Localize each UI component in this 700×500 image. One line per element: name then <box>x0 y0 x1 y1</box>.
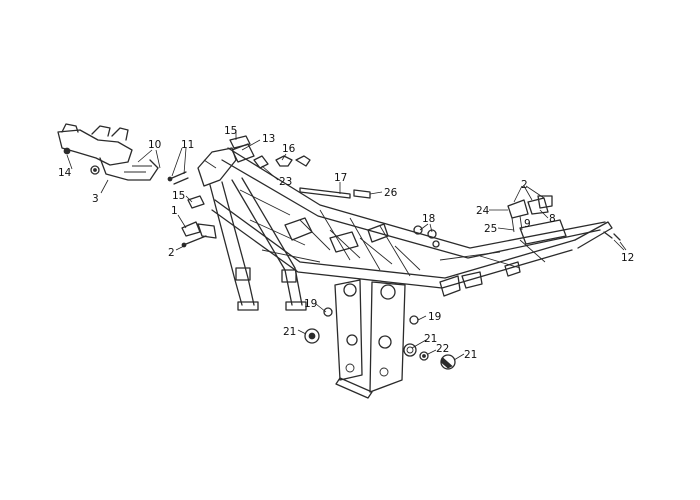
callout-8: 8 <box>549 213 556 225</box>
callout-22: 22 <box>436 343 449 355</box>
callout-21: 21 <box>424 333 437 345</box>
callout-15: 15 <box>172 190 185 202</box>
callout-2: 2 <box>521 179 528 191</box>
pivot-plates <box>334 279 406 399</box>
callouts: 14 3 10 11 1 2 15 13 16 23 15 17 26 18 2… <box>58 125 634 361</box>
callout-1: 1 <box>171 205 178 217</box>
callout-21: 21 <box>464 349 477 361</box>
callout-18: 18 <box>422 213 435 225</box>
callout-3: 3 <box>92 193 99 205</box>
callout-12: 12 <box>621 252 634 264</box>
callout-17: 17 <box>334 172 347 184</box>
callout-14: 14 <box>58 167 72 179</box>
leader-lines <box>66 130 627 361</box>
front-bracket-assembly <box>57 123 159 181</box>
callout-19: 19 <box>428 311 441 323</box>
callout-26: 26 <box>384 187 398 199</box>
callout-23: 23 <box>279 176 292 188</box>
callout-15: 15 <box>224 125 237 137</box>
callout-9: 9 <box>524 218 531 230</box>
callout-21: 21 <box>283 326 296 338</box>
callout-25: 25 <box>484 223 497 235</box>
fasteners <box>167 135 621 370</box>
callout-10: 10 <box>148 139 161 151</box>
callout-13: 13 <box>262 133 275 145</box>
callout-2: 2 <box>168 247 175 259</box>
callout-19: 19 <box>304 298 317 310</box>
main-frame <box>197 147 613 311</box>
callout-24: 24 <box>476 205 490 217</box>
callout-16: 16 <box>282 143 296 155</box>
callout-11: 11 <box>181 139 194 151</box>
